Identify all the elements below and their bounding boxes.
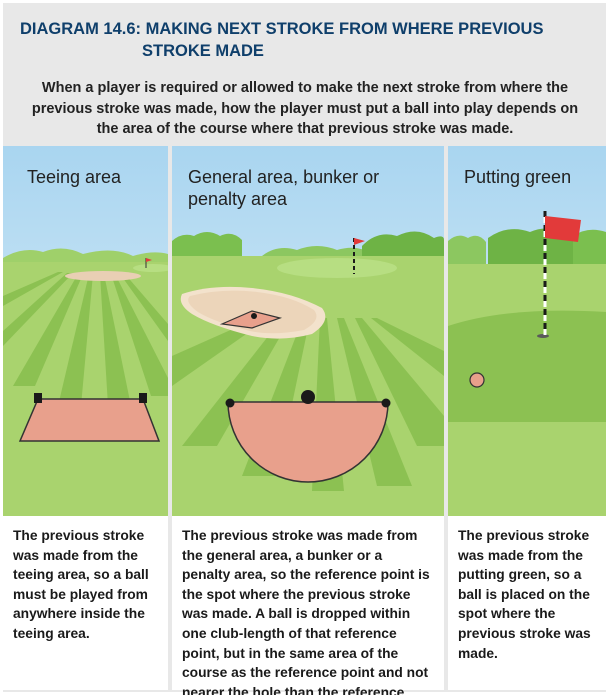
description-putting-green: The previous stroke was made from the pu… [448, 516, 606, 690]
bunker-relief-area [219, 310, 283, 329]
distant-green [277, 258, 397, 278]
flag-icon [545, 216, 581, 242]
flag-icon [354, 238, 365, 245]
putting-surface [448, 310, 606, 422]
teeing-area-illustration [3, 146, 168, 516]
ball-placement-spot [469, 372, 485, 388]
reference-point [301, 390, 315, 404]
diagram-title: DIAGRAM 14.6: MAKING NEXT STROKE FROM WH… [20, 18, 580, 62]
panel-label-general-area: General area, bunker or penalty area [188, 167, 380, 209]
panel-label-teeing-area: Teeing area [27, 167, 122, 187]
bunker-reference-point [251, 313, 257, 319]
relief-area-zone [227, 401, 389, 483]
title-line-2: STROKE MADE [142, 42, 264, 60]
tee-marker-right [139, 393, 147, 403]
distant-flag-icon [146, 258, 152, 262]
putting-green-illustration [448, 146, 606, 516]
intro-text: When a player is required or allowed to … [31, 80, 579, 137]
relief-edge-left [225, 398, 235, 408]
panel-putting-green: Putting green [448, 146, 606, 516]
distant-green [133, 264, 168, 272]
panel-general-area: General area, bunker or penalty area [172, 146, 444, 516]
title-line-1: DIAGRAM 14.6: MAKING NEXT STROKE FROM WH… [20, 20, 544, 38]
teeing-area-zone [18, 398, 161, 442]
mow-stripes [3, 272, 168, 406]
hole [537, 334, 549, 338]
panel-teeing-area: Teeing area [3, 146, 168, 516]
panel-label-putting-green: Putting green [464, 167, 572, 187]
relief-edge-right [381, 398, 391, 408]
description-teeing-area: The previous stroke was made from the te… [3, 516, 168, 690]
tee-marker-left [34, 393, 42, 403]
distant-bunker [65, 271, 141, 281]
general-area-illustration [172, 146, 444, 516]
description-general-area: The previous stroke was made from the ge… [172, 516, 444, 695]
